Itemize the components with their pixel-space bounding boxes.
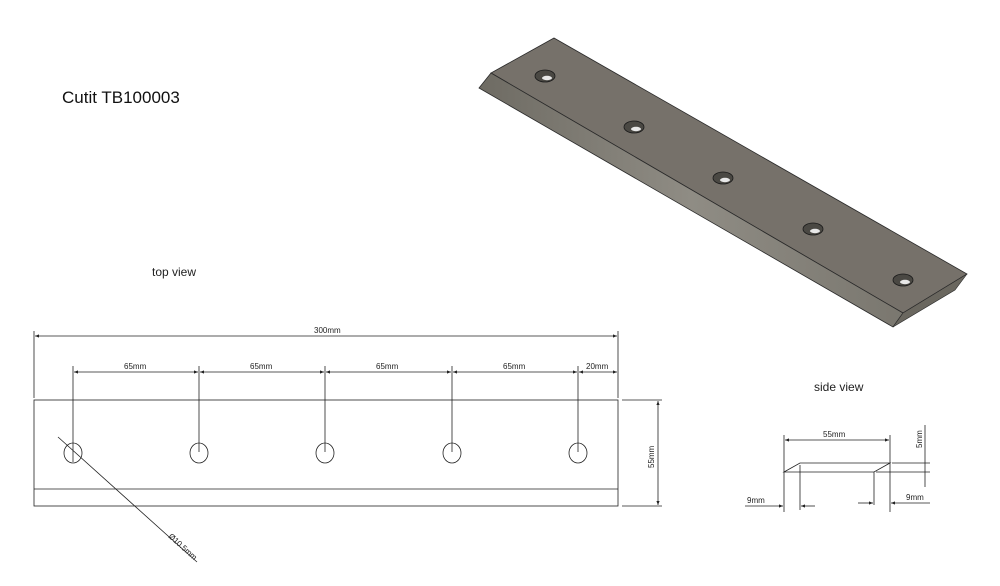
top-view-drawing <box>33 331 662 563</box>
side-view-dimension-labels: 55mm 5mm 9mm 9mm <box>747 430 924 505</box>
svg-text:55mm: 55mm <box>647 445 656 468</box>
svg-text:65mm: 65mm <box>124 362 147 371</box>
svg-text:9mm: 9mm <box>747 496 765 505</box>
isometric-blade-render <box>478 37 968 328</box>
svg-text:65mm: 65mm <box>503 362 526 371</box>
svg-text:20mm: 20mm <box>586 362 609 371</box>
svg-text:65mm: 65mm <box>376 362 399 371</box>
svg-text:300mm: 300mm <box>314 326 341 335</box>
drawing-title: Cutit TB100003 <box>62 88 180 107</box>
svg-text:9mm: 9mm <box>906 493 924 502</box>
top-view-label: top view <box>152 265 197 279</box>
svg-text:65mm: 65mm <box>250 362 273 371</box>
svg-text:5mm: 5mm <box>915 430 924 448</box>
svg-text:55mm: 55mm <box>823 430 846 439</box>
side-view-drawing <box>745 425 930 512</box>
side-view-label: side view <box>814 380 864 394</box>
svg-text:Ø10.5mm: Ø10.5mm <box>167 532 199 562</box>
